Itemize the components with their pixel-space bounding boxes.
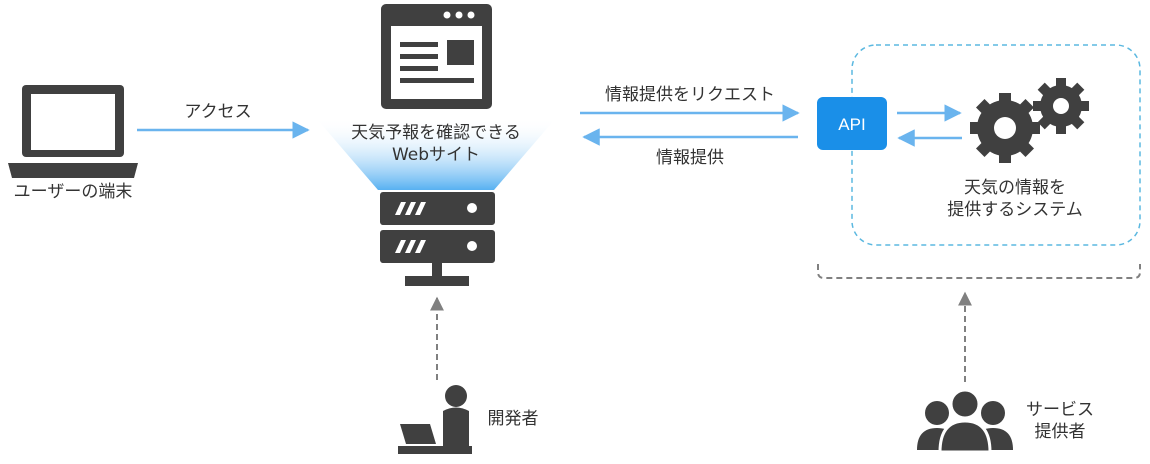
light-beam [316,118,556,190]
laptop-icon [8,85,138,178]
api-box [817,97,887,150]
gears-icon [970,78,1089,163]
server-icon [380,192,495,286]
website-label: 天気予報を確認できる Webサイト [351,123,521,165]
browser-window-icon [381,4,492,109]
developer-label: 開発者 [487,409,539,429]
access-label: アクセス [184,102,252,122]
service-provider-label: サービス 提供者 [1026,400,1094,442]
request-info-label: 情報提供をリクエスト [605,85,775,105]
provide-info-label: 情報提供 [656,148,724,168]
system-label: 天気の情報を 提供するシステム [947,178,1083,220]
provider-bracket [817,264,1141,279]
user-group-icon [917,388,1013,454]
api-label: API [838,115,865,134]
user-device-label: ユーザーの端末 [13,182,133,202]
developer-at-desk-icon [398,385,472,454]
